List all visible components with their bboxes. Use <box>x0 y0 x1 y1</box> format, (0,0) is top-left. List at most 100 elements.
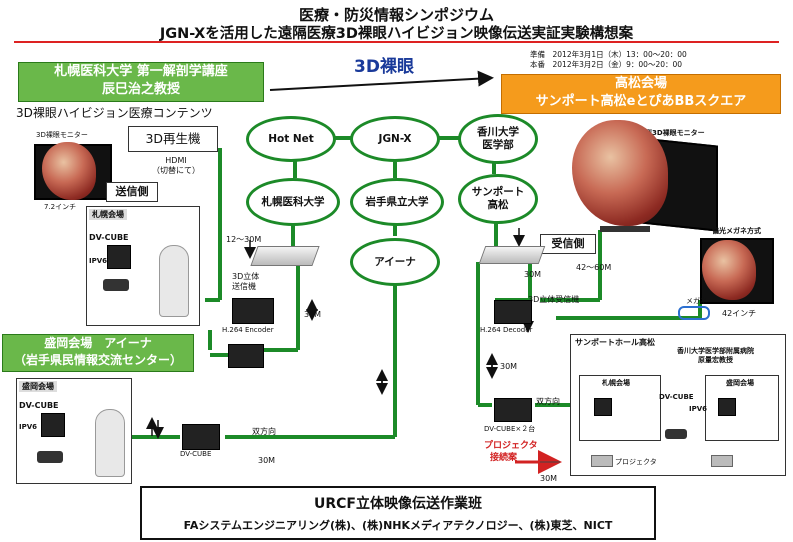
schedule-main: 本番 2012年3月2日（金）9：00～20：00 <box>530 60 683 69</box>
header-divider <box>14 41 779 43</box>
morioka-venue-tag: 盛岡会場 <box>19 381 57 392</box>
node-sapporo-med: 札幌医科大学 <box>246 178 340 226</box>
hdmi-line1: HDMI <box>165 156 187 165</box>
ipv6-label-1: IPV6 <box>89 257 108 265</box>
switch-left <box>250 246 320 266</box>
hall-hospital-line1: 香川大学医学部附属病院 <box>677 347 754 355</box>
hall-dvcube-label: DV-CUBE <box>659 393 694 401</box>
hall-morioka-label: 盛岡会場 <box>726 379 754 387</box>
h264-decoder-device <box>494 300 532 324</box>
bw-30-right-b: 30M <box>500 362 518 371</box>
footer-companies: FAシステムエンジニアリング(株)、(株)NHKメディアテクノロジー、(株)東芝… <box>183 519 613 532</box>
bw-30-left: 30M <box>304 310 322 319</box>
bw-30-right-c: 30M <box>540 474 558 483</box>
node-sunport: サンポート 高松 <box>458 174 538 224</box>
dvcube-device-left <box>228 344 264 368</box>
hall-sapporo-device <box>594 398 612 416</box>
dvcube-bottom-label: DV-CUBE <box>180 450 212 458</box>
encoder-label: H.264 Encoder <box>222 326 274 334</box>
person-figure-morioka <box>95 409 125 477</box>
h264-encoder-device <box>232 298 274 324</box>
hall-hospital-line2: 原量宏教授 <box>698 356 733 364</box>
content-label: 3D裸眼ハイビジョン医療コンテンツ <box>16 106 213 120</box>
hall-sapporo-label: 札幌会場 <box>602 379 630 387</box>
schedule-prep: 準備 2012年3月1日（木）13：00～20：00 <box>530 50 687 59</box>
heart-image-42 <box>702 240 756 300</box>
projector-plan-label: プロジェクタ 接続案 <box>484 440 538 464</box>
node-kagawa: 香川大学 医学部 <box>458 114 538 164</box>
tx-label: 3D立体 送信機 <box>232 272 259 292</box>
small-monitor-size: 7.2インチ <box>44 203 77 211</box>
right-banner-line2: サンポート高松eとぴあBBスクエア <box>535 94 747 109</box>
center-3d-label: 3D裸眼 <box>354 57 414 77</box>
schedule: 準備 2012年3月1日（木）13：00～20：00 本番 2012年3月2日（… <box>530 50 687 70</box>
hall-hospital: 香川大学医学部附属病院 原量宏教授 <box>677 347 754 365</box>
morioka-banner-line2: （岩手県民情報交流センター） <box>13 353 182 367</box>
hall-projector-label: プロジェクタ <box>615 458 657 466</box>
sapporo-venue-panel: 札幌会場 DV-CUBE IPV6 <box>86 206 200 326</box>
right-bidirectional: 双方向 <box>536 397 560 406</box>
node-aina: アイーナ <box>350 238 440 286</box>
person-figure <box>159 245 189 317</box>
sunport-hall-panel: サンポートホール高松 香川大学医学部附属病院 原量宏教授 札幌会場 盛岡会場 D… <box>570 334 786 476</box>
morioka-bidirectional: 双方向 <box>252 427 276 436</box>
dvcube-device-right <box>494 398 532 422</box>
dvcube-x2-label: DV-CUBE×２台 <box>484 425 536 433</box>
project-title: JGN-Xを活用した遠隔医療3D裸眼ハイビジョン映像伝送実証実験構想案 <box>159 26 634 42</box>
footer-team: URCF立体映像伝送作業班 <box>314 496 482 512</box>
dvcube-device-bottom <box>182 424 220 450</box>
hall-ipv6-label: IPV6 <box>689 405 708 413</box>
projector-icon-2 <box>711 455 733 467</box>
hdmi-line2: （切替にて） <box>152 166 200 175</box>
node-kagawa-line1: 香川大学 <box>477 126 519 138</box>
size-42-label: 42インチ <box>722 309 757 318</box>
bw-12-30: 12～30M <box>226 235 262 244</box>
switch-right <box>478 246 546 264</box>
node-sunport-line2: 高松 <box>487 199 509 211</box>
glasses-icon <box>678 306 710 320</box>
bw-30-right-a: 30M <box>524 270 542 279</box>
node-jgnx: JGN-X <box>350 116 440 162</box>
symposium-title: 医療・防災情報シンポジウム <box>298 6 494 24</box>
projector-icon <box>591 455 613 467</box>
tx-line2: 送信機 <box>232 282 256 291</box>
node-kagawa-line2: 医学部 <box>482 139 514 151</box>
hall-morioka-device <box>718 398 736 416</box>
polarized-label: 偏光メガネ方式 <box>712 227 761 235</box>
node-iwate: 岩手県立大学 <box>350 178 444 226</box>
3d-player: 3D再生機 <box>128 126 218 152</box>
sapporo-venue-tag: 札幌会場 <box>89 209 127 220</box>
big-monitor-label: 大型3D裸眼モニター <box>638 129 705 137</box>
footer-box: URCF立体映像伝送作業班 FAシステムエンジニアリング(株)、(株)NHKメデ… <box>140 486 656 540</box>
dvcube-label-morioka: DV-CUBE <box>19 401 59 410</box>
heart-image-big <box>572 120 668 226</box>
heart-image-small <box>42 142 96 200</box>
rx-label: 3D立体受信機 <box>528 295 580 304</box>
morioka-banner-line1: 盛岡会場 アイーナ <box>44 336 152 350</box>
dvcube-device-1 <box>107 245 131 269</box>
ipv6-label-morioka: IPV6 <box>19 423 38 431</box>
right-banner-line1: 高松会場 <box>614 76 667 91</box>
left-banner-line2: 辰巳治之教授 <box>101 82 180 97</box>
hdmi-label: HDMI （切替にて） <box>152 156 200 176</box>
camera-icon-morioka <box>37 451 63 463</box>
dvcube-device-morioka <box>41 413 65 437</box>
decoder-label: H.264 Decoder <box>480 326 533 334</box>
right-banner: 高松会場 サンポート高松eとぴあBBスクエア <box>501 74 781 114</box>
camera-icon <box>103 279 129 291</box>
morioka-venue-panel: 盛岡会場 DV-CUBE IPV6 <box>16 378 132 484</box>
dvcube-label-1: DV-CUBE <box>89 233 129 242</box>
hall-screen-morioka: 盛岡会場 <box>705 375 779 441</box>
projector-plan-line2: 接続案 <box>490 453 518 463</box>
node-hotnet: Hot Net <box>246 116 336 162</box>
tx-line1: 3D立体 <box>232 272 260 281</box>
node-sunport-line1: サンポート <box>471 186 525 198</box>
bw-42-60: 42～60M <box>576 263 612 272</box>
glasses-label: メガネ <box>686 297 707 305</box>
hall-title: サンポートホール高松 <box>575 338 655 347</box>
small-monitor-label: 3D裸眼モニター <box>36 131 88 139</box>
morioka-banner: 盛岡会場 アイーナ （岩手県民情報交流センター） <box>2 334 194 372</box>
send-side-label: 送信側 <box>106 182 158 202</box>
left-banner: 札幌医科大学 第一解剖学講座 辰巳治之教授 <box>18 62 264 102</box>
